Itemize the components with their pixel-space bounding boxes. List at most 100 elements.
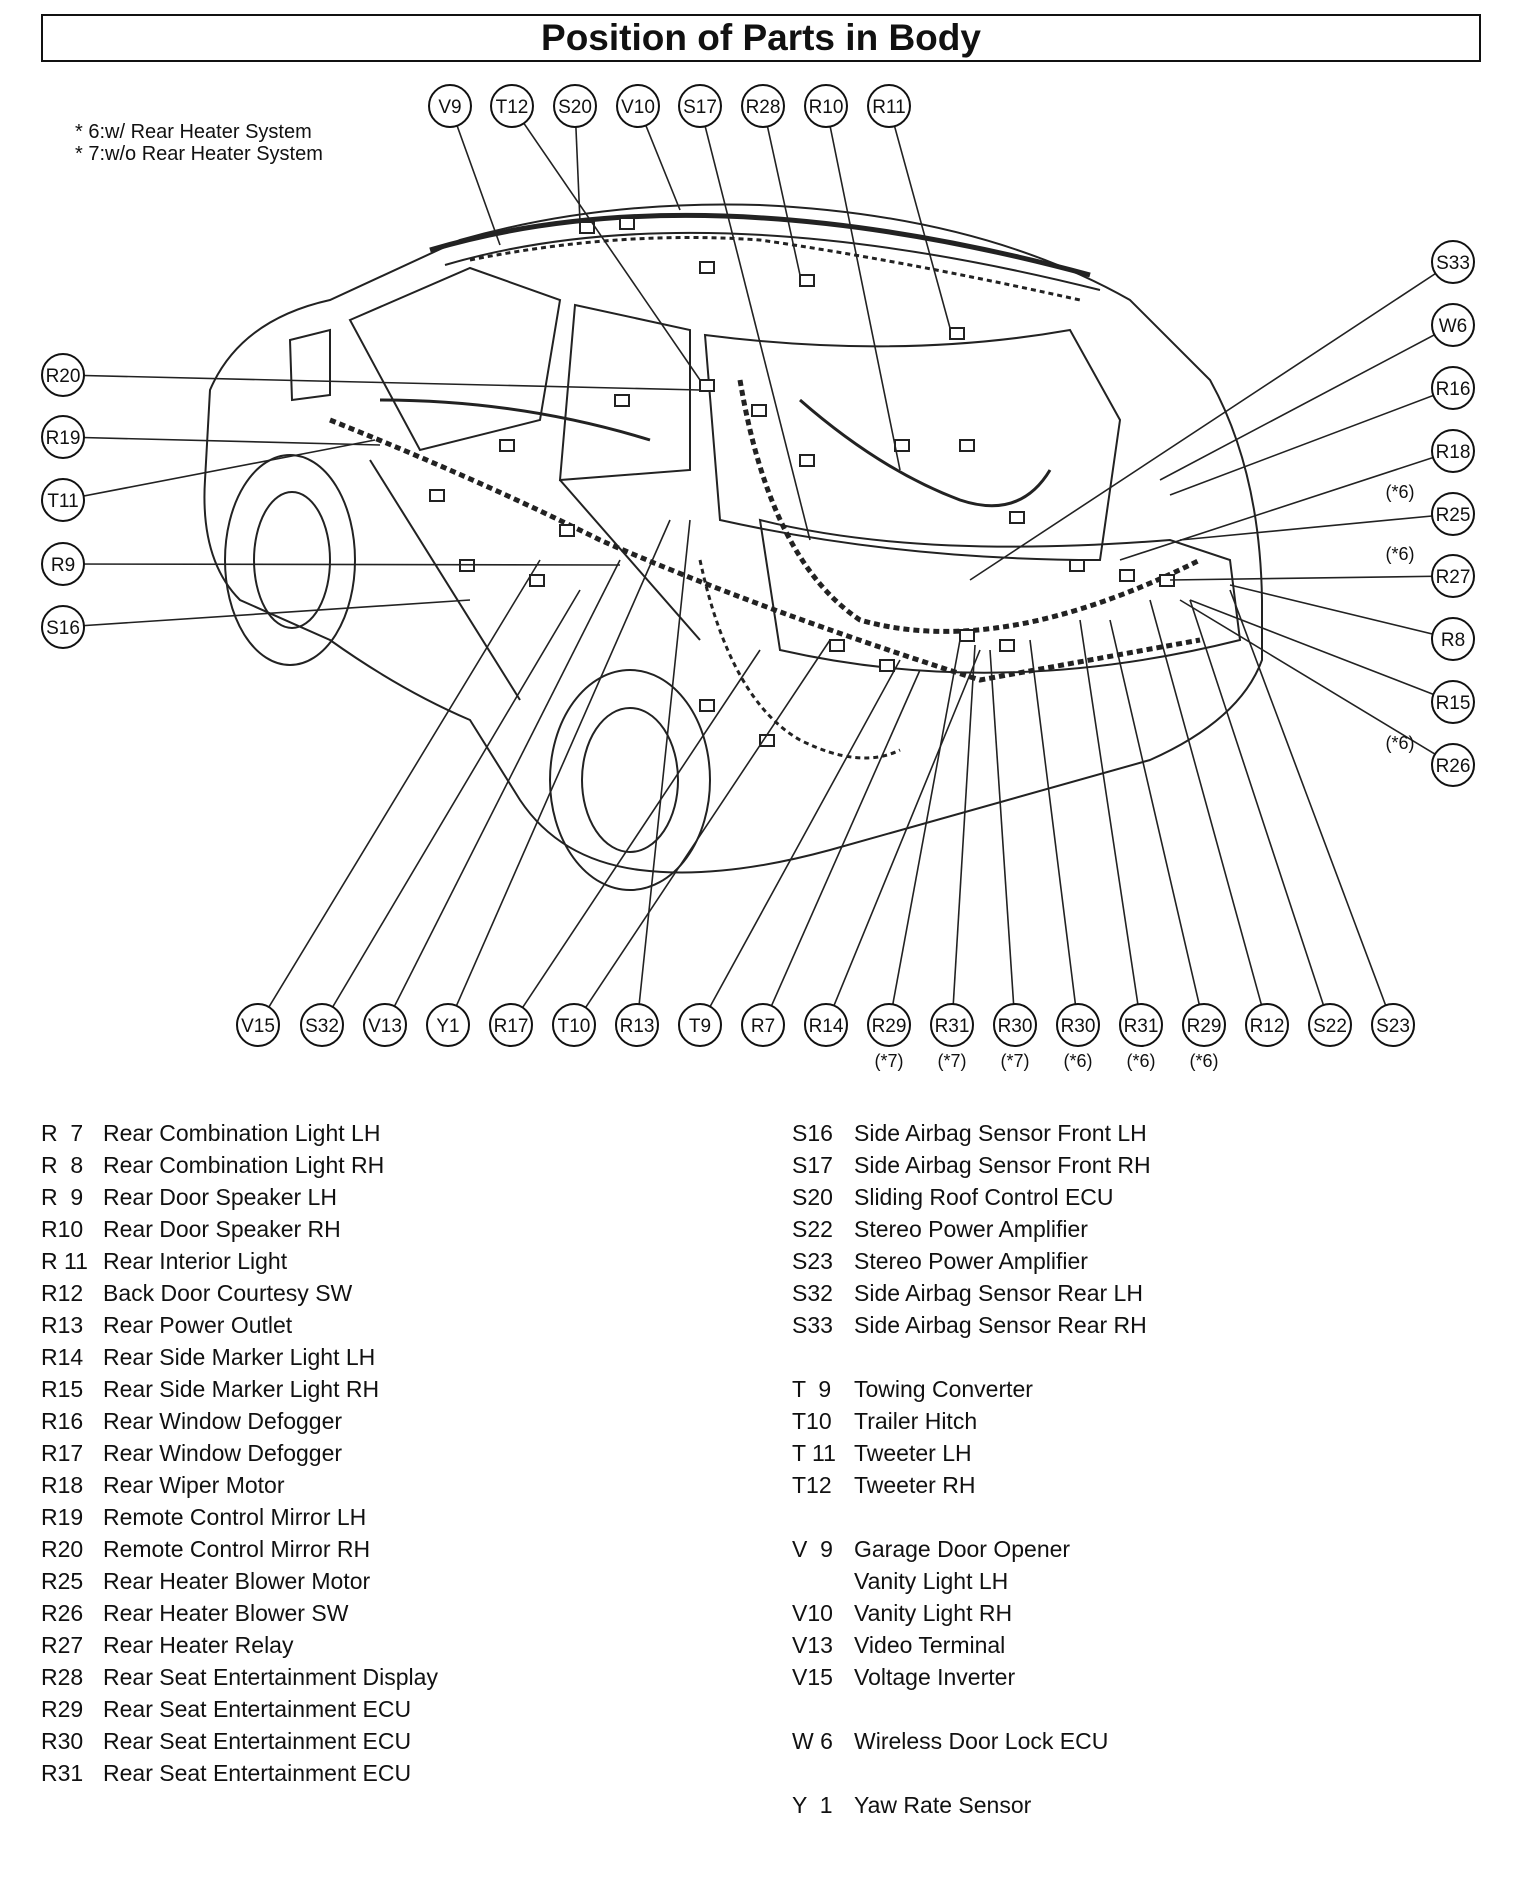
part-code: R12 xyxy=(41,1280,84,1306)
leader-line xyxy=(969,261,1454,581)
part-code: R 7 xyxy=(41,1120,84,1146)
leader-line xyxy=(1119,450,1454,561)
leader-line xyxy=(573,639,831,1026)
part-code: R18 xyxy=(41,1472,84,1498)
callout-r15: R15 xyxy=(1189,599,1475,724)
callout-label: R30 xyxy=(998,1016,1033,1037)
callout-label: R28 xyxy=(746,97,781,118)
leader-line xyxy=(321,589,581,1026)
callout-circle xyxy=(1431,554,1475,598)
page-title: Position of Parts in Body xyxy=(41,14,1481,62)
callout-label: Y1 xyxy=(436,1016,459,1037)
callout-r25: R25(*6) xyxy=(1179,482,1475,541)
part-code: R 11 xyxy=(41,1248,88,1274)
part-code: R13 xyxy=(41,1312,84,1338)
callout-r20: R20 xyxy=(41,353,701,397)
callout-label: R27 xyxy=(1436,567,1471,588)
part-name: Rear Window Defogger xyxy=(103,1440,343,1466)
leader-line xyxy=(1189,599,1331,1026)
callout-r18: R18 xyxy=(1119,429,1475,561)
leader-line xyxy=(511,105,701,381)
legend-row: Vanity Light LH xyxy=(792,1565,1151,1597)
callout-circle xyxy=(678,84,722,128)
leader-line xyxy=(951,644,976,1026)
legend-spacer xyxy=(792,1693,1151,1725)
part-code: R26 xyxy=(41,1600,84,1626)
part-name: Rear Wiper Motor xyxy=(103,1472,285,1498)
callout-label: S17 xyxy=(683,97,717,118)
note-without-rear-heater: * 7:w/o Rear Heater System xyxy=(75,143,323,165)
callout-label: R30 xyxy=(1061,1016,1096,1037)
leader-line xyxy=(62,439,376,501)
part-name: Side Airbag Sensor Rear RH xyxy=(854,1312,1147,1338)
callout-s17: S17 xyxy=(678,84,811,541)
part-name: Rear Door Speaker LH xyxy=(103,1184,337,1210)
callout-circle xyxy=(1182,1003,1226,1047)
callout-circle xyxy=(363,1003,407,1047)
part-name: Tweeter RH xyxy=(854,1472,976,1498)
part-code: R30 xyxy=(41,1728,84,1754)
leader-line xyxy=(447,519,671,1026)
callout-circle xyxy=(1431,680,1475,724)
part-name: Rear Seat Entertainment Display xyxy=(103,1664,438,1690)
part-code: R19 xyxy=(41,1504,84,1530)
callout-r26: R26(*6) xyxy=(1179,599,1475,787)
callout-label: R11 xyxy=(872,97,905,118)
part-code: T10 xyxy=(792,1408,832,1434)
callout-label: R15 xyxy=(1436,693,1471,714)
part-code: V 9 xyxy=(792,1536,833,1562)
callout-label: V9 xyxy=(438,97,461,118)
callout-r27: R27 (*6) xyxy=(1169,544,1475,598)
legend-spacer xyxy=(792,1501,1151,1533)
callout-note: (*7) xyxy=(937,1051,966,1071)
note-with-rear-heater: * 6:w/ Rear Heater System xyxy=(75,121,312,143)
callout-circle xyxy=(1431,492,1475,536)
callout-label: S22 xyxy=(1313,1016,1347,1037)
callout-r19: R19 xyxy=(41,415,381,459)
leader-line xyxy=(1229,584,1454,640)
part-name: Remote Control Mirror RH xyxy=(103,1536,371,1562)
legend-row: R17 Rear Window Defogger xyxy=(41,1437,438,1469)
part-name: Side Airbag Sensor Front LH xyxy=(854,1120,1147,1146)
leader-line xyxy=(62,599,471,628)
part-name: Rear Window Defogger xyxy=(103,1408,343,1434)
callout-circle xyxy=(41,605,85,649)
system-notes: * 6:w/ Rear Heater System * 7:w/o Rear H… xyxy=(75,121,323,165)
callout-circle xyxy=(1431,303,1475,347)
part-name: Vanity Light LH xyxy=(854,1568,1009,1594)
callout-label: T12 xyxy=(496,97,529,118)
part-code: W 6 xyxy=(792,1728,833,1754)
callout-r13: R13 xyxy=(615,519,691,1047)
callout-note: (*6) xyxy=(1385,544,1414,564)
callout-label: R19 xyxy=(46,428,81,449)
part-code: R 8 xyxy=(41,1152,84,1178)
callout-label: R31 xyxy=(935,1016,970,1037)
callout-note: (*6) xyxy=(1063,1051,1092,1071)
callout-r17: R17 xyxy=(489,649,761,1047)
leader-line xyxy=(62,374,701,391)
legend-spacer xyxy=(792,1757,1151,1789)
callout-circle xyxy=(41,353,85,397)
callout-circle xyxy=(1245,1003,1289,1047)
callout-circle xyxy=(1431,366,1475,410)
callout-s22: S22 xyxy=(1189,599,1352,1047)
legend-row: R18 Rear Wiper Motor xyxy=(41,1469,438,1501)
part-name: Rear Interior Light xyxy=(103,1248,288,1274)
part-code: R17 xyxy=(41,1440,84,1466)
callout-circle xyxy=(930,1003,974,1047)
